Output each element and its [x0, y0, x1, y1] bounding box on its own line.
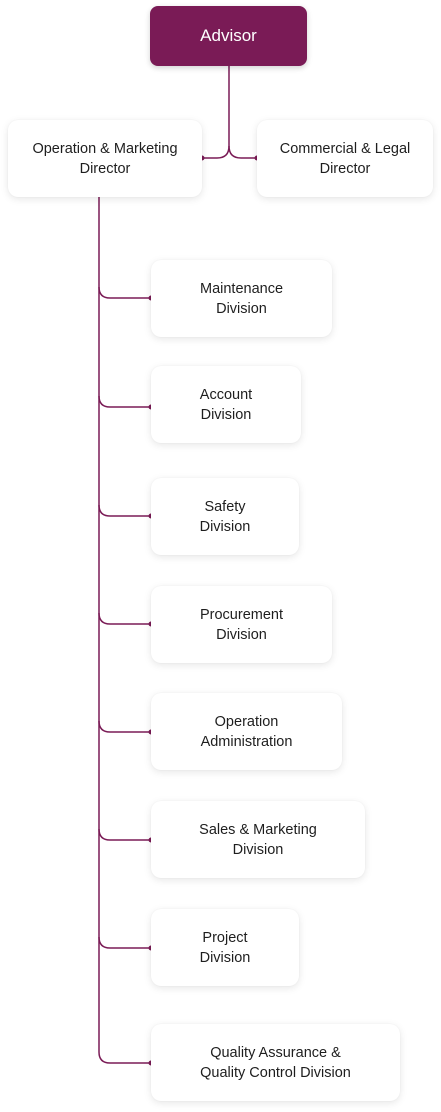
division-branch: [98, 286, 151, 299]
director-label: Commercial & Legal Director: [279, 140, 411, 177]
division-label: Project Division: [199, 929, 251, 966]
project-division-node: Project Division: [151, 909, 299, 986]
division-label: Operation Administration: [200, 713, 293, 750]
division-label: Maintenance Division: [199, 280, 284, 317]
division-label: Procurement Division: [199, 606, 283, 643]
advisor-connector: [202, 66, 230, 159]
operation-administration-node: Operation Administration: [151, 693, 342, 770]
director-label: Operation & Marketing Director: [32, 140, 178, 177]
advisor-connector-right: [228, 145, 257, 159]
division-branch: [98, 612, 151, 625]
commercial-legal-director-node: Commercial & Legal Director: [257, 120, 433, 197]
operation-marketing-director-node: Operation & Marketing Director: [8, 120, 202, 197]
advisor-label: Advisor: [200, 26, 257, 45]
division-label: Quality Assurance & Quality Control Divi…: [200, 1044, 351, 1081]
division-label: Account Division: [199, 386, 253, 423]
sales-marketing-division-node: Sales & Marketing Division: [151, 801, 365, 878]
safety-division-node: Safety Division: [151, 478, 299, 555]
division-branch: [98, 395, 151, 408]
maintenance-division-node: Maintenance Division: [151, 260, 332, 337]
qa-qc-division-node: Quality Assurance & Quality Control Divi…: [151, 1024, 400, 1101]
division-branch: [98, 828, 151, 841]
division-branch: [98, 936, 151, 949]
procurement-division-node: Procurement Division: [151, 586, 332, 663]
division-trunk: [98, 197, 151, 1064]
division-label: Sales & Marketing Division: [199, 821, 317, 858]
division-branch: [98, 504, 151, 517]
division-branch: [98, 720, 151, 733]
advisor-node: Advisor: [150, 6, 307, 66]
division-label: Safety Division: [199, 498, 251, 535]
account-division-node: Account Division: [151, 366, 301, 443]
